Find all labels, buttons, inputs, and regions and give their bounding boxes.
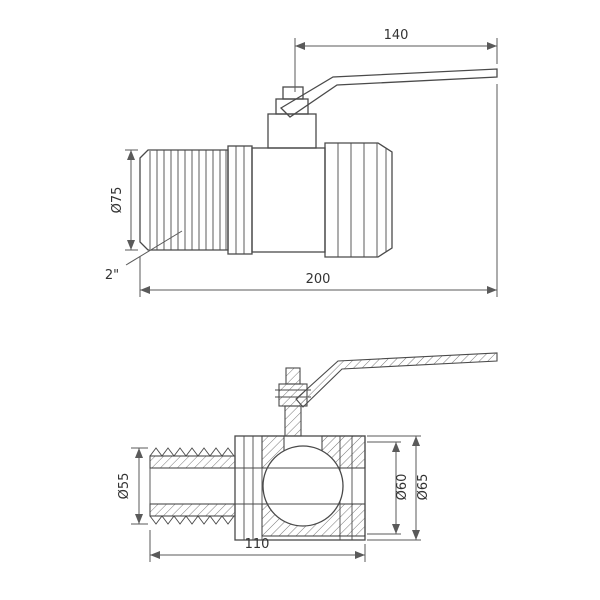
dim-extension-lines bbox=[139, 84, 498, 297]
dimension-inner-diameter: Ø60 bbox=[367, 441, 410, 535]
ball bbox=[262, 445, 344, 527]
thread-size-label: 2" bbox=[105, 268, 119, 283]
dimension-body-length: 110 bbox=[149, 530, 366, 562]
dimension-thread-diameter: Ø55 bbox=[117, 447, 148, 525]
handle-lever bbox=[279, 68, 498, 118]
dimension-handle-length: 140 bbox=[294, 28, 498, 92]
body-collar bbox=[227, 145, 253, 255]
male-thread-lines bbox=[149, 150, 227, 250]
leader-line bbox=[125, 230, 183, 266]
dimension-nut-diameter: Ø65 bbox=[367, 435, 431, 541]
top-view bbox=[139, 68, 498, 258]
stem-top-nut bbox=[285, 367, 301, 385]
dim-label-d55: Ø55 bbox=[117, 473, 132, 500]
dimension-overall-length: 200 bbox=[139, 84, 498, 297]
section-view bbox=[149, 352, 498, 541]
dimension-outer-diameter: Ø75 bbox=[110, 149, 138, 251]
dim-label-140: 140 bbox=[384, 28, 409, 43]
dim-label-d65: Ø65 bbox=[416, 474, 431, 501]
dim-label-200: 200 bbox=[306, 272, 331, 287]
union-nut-lines bbox=[337, 143, 387, 257]
thread-wall-hatch-top bbox=[149, 455, 236, 469]
dim-extension-lines bbox=[367, 435, 421, 541]
dim-label-110: 110 bbox=[245, 537, 270, 552]
dim-label-d75: Ø75 bbox=[110, 187, 125, 214]
male-thread-outline bbox=[139, 149, 229, 251]
thread-size-callout: 2" bbox=[105, 230, 183, 283]
stem-shaft bbox=[284, 405, 302, 437]
dim-label-d60: Ø60 bbox=[395, 474, 410, 501]
stem-housing bbox=[267, 113, 317, 149]
section-collar-lines bbox=[243, 436, 263, 540]
section-handle-lever bbox=[295, 352, 498, 408]
valve-body bbox=[251, 147, 326, 253]
thread-wall-hatch-bottom bbox=[149, 503, 236, 517]
union-nut-outline bbox=[324, 142, 393, 258]
collar-lines bbox=[235, 146, 245, 254]
